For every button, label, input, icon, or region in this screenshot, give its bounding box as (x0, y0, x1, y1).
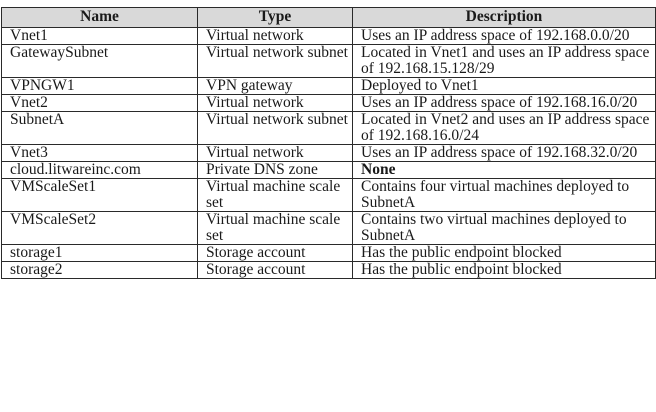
cell-description: Located in Vnet1 and uses an IP address … (352, 44, 656, 78)
cell-description: Uses an IP address space of 192.168.16.0… (352, 94, 656, 112)
cell-type: Virtual machine scale set (197, 211, 353, 245)
cell-type: Virtual network (197, 144, 353, 162)
cell-description: Located in Vnet2 and uses an IP address … (352, 111, 656, 145)
cell-type: Private DNS zone (197, 161, 353, 179)
column-header-name: Name (1, 7, 198, 28)
cell-type: Virtual network subnet (197, 44, 353, 78)
cell-description: Has the public endpoint blocked (352, 244, 656, 262)
cell-name: Vnet2 (1, 94, 198, 112)
cell-name: VPNGW1 (1, 77, 198, 95)
cell-name: GatewaySubnet (1, 44, 198, 78)
cell-description: Deployed to Vnet1 (352, 77, 656, 95)
cell-description: Contains four virtual machines deployed … (352, 178, 656, 212)
table-header: Name Type Description (1, 7, 656, 28)
cell-description: Contains two virtual machines deployed t… (352, 211, 656, 245)
cell-description: Uses an IP address space of 192.168.32.0… (352, 144, 656, 162)
cell-name: SubnetA (1, 111, 198, 145)
column-header-description: Description (352, 7, 656, 28)
cell-name: storage1 (1, 244, 198, 262)
cell-type: Virtual network (197, 94, 353, 112)
cell-name: cloud.litwareinc.com (1, 161, 198, 179)
cell-type: Storage account (197, 261, 353, 279)
cell-type: Virtual network subnet (197, 111, 353, 145)
cell-description: Uses an IP address space of 192.168.0.0/… (352, 27, 656, 45)
cell-name: Vnet3 (1, 144, 198, 162)
cell-description: None (352, 161, 656, 179)
header-row: Name Type Description (1, 7, 656, 28)
cell-name: VMScaleSet2 (1, 211, 198, 245)
cell-name: storage2 (1, 261, 198, 279)
cell-type: Virtual network (197, 27, 353, 45)
cell-type: Virtual machine scale set (197, 178, 353, 212)
cell-name: VMScaleSet1 (1, 178, 198, 212)
cell-name: Vnet1 (1, 27, 198, 45)
column-header-type: Type (197, 7, 353, 28)
cell-type: VPN gateway (197, 77, 353, 95)
cell-description: Has the public endpoint blocked (352, 261, 656, 279)
cell-type: Storage account (197, 244, 353, 262)
